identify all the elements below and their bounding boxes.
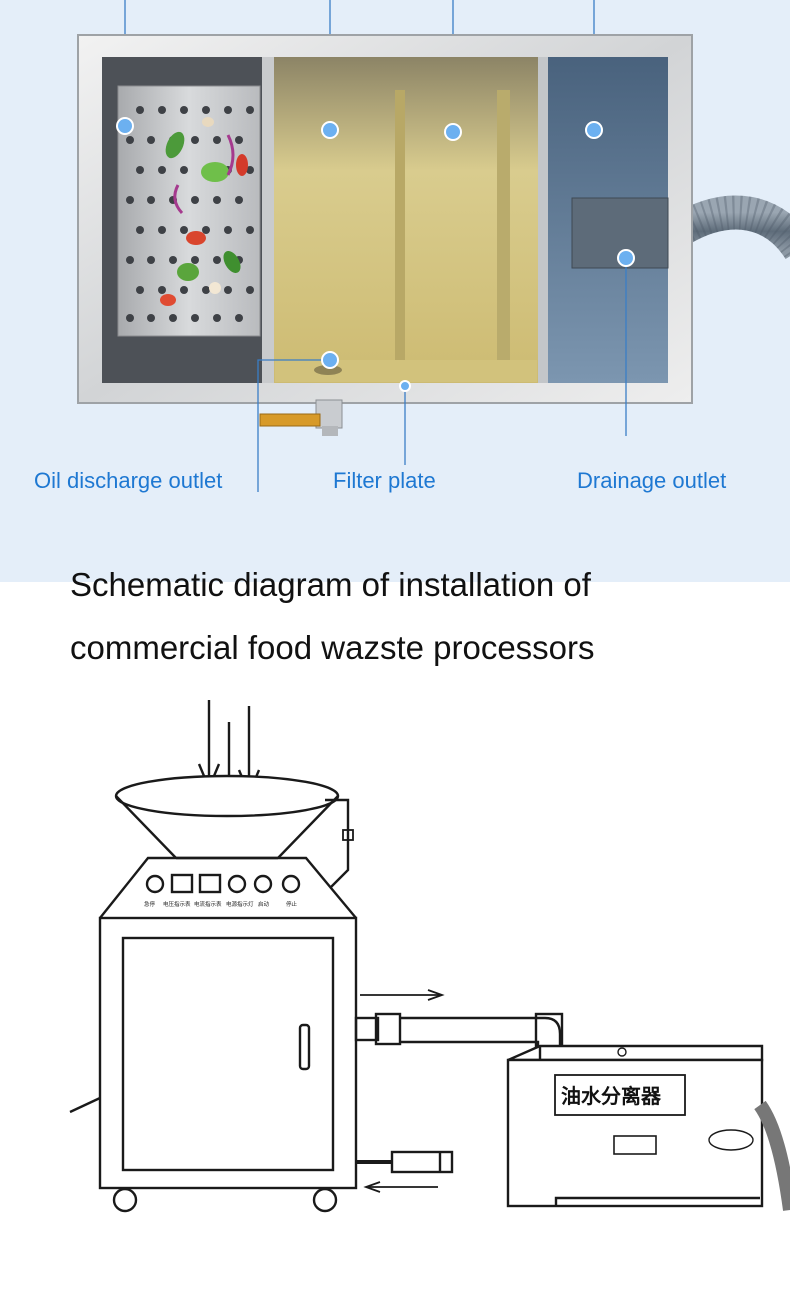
panel-label-5: 停止: [286, 900, 298, 908]
drainage-outlet-label: Drainage outlet: [577, 468, 727, 493]
food-scraps: [160, 117, 248, 306]
filter-basket: [117, 85, 261, 337]
drain-hose: [671, 195, 790, 260]
filter-plate: [395, 90, 405, 380]
oil-discharge-valve: [259, 399, 343, 436]
return-pipe: [356, 1150, 454, 1174]
marker-dots: [116, 117, 635, 392]
processor-cabinet: [69, 916, 358, 1213]
control-panel-labels: 急停 电压指示表 电流指示表 电源指示灯 启动 停止: [144, 900, 298, 908]
filter-plate-label: Filter plate: [333, 468, 436, 493]
flow-arrows: [360, 989, 445, 1193]
panel-label-2: 电流指示表: [194, 900, 222, 908]
panel-label-0: 急停: [144, 900, 156, 908]
diagram-title-line-1: Schematic diagram of installation of: [70, 566, 591, 603]
diagram-title-line-2: commercial food wazste processors: [70, 629, 595, 666]
oil-drain-hole: [314, 365, 342, 375]
control-panel: [99, 856, 357, 919]
input-arrows: [197, 700, 261, 812]
oil-discharge-outlet-label: Oil discharge outlet: [34, 468, 223, 493]
feed-hopper: [114, 774, 354, 889]
panel-label-1: 电压指示表: [163, 900, 191, 908]
panel-label-3: 电源指示灯: [226, 900, 254, 908]
panel-label-4: 启动: [258, 900, 270, 908]
oil-water-separator-tank: [506, 1044, 790, 1211]
leader-lines-bottom: [257, 258, 627, 492]
grease-trap-illustration: [77, 0, 790, 492]
outlet-pipe: [354, 1012, 564, 1056]
separator-label: 油水分离器: [561, 1084, 662, 1108]
basket-perforations: [126, 106, 254, 322]
